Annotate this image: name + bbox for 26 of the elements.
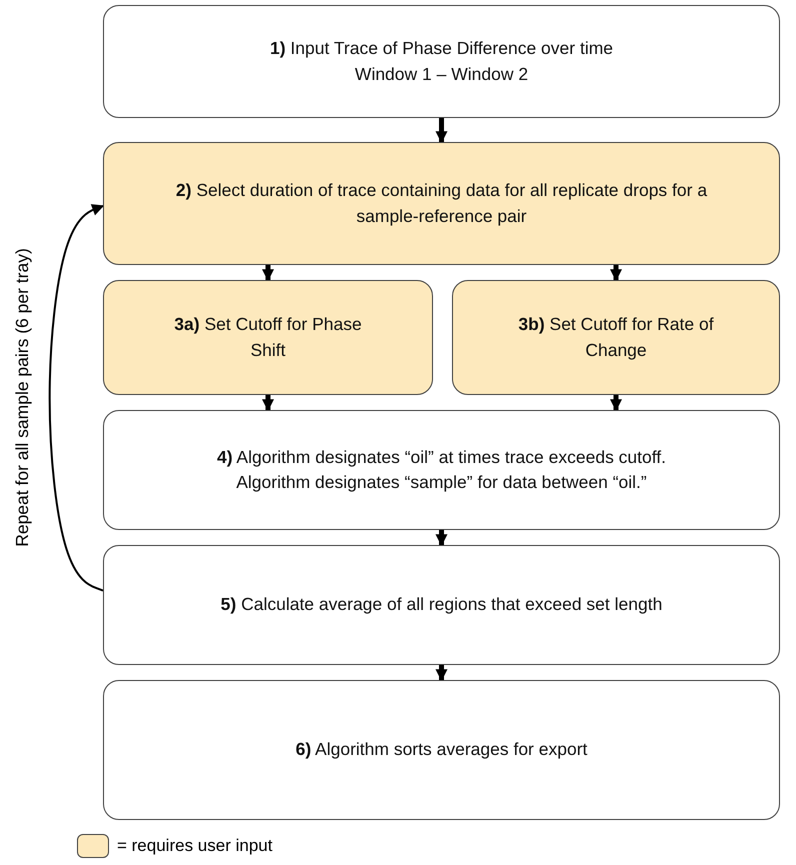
step-text: 1) Input Trace of Phase Difference over time — [270, 37, 614, 60]
arrow — [436, 530, 448, 546]
arrow — [610, 265, 622, 282]
arrow — [262, 395, 274, 412]
step-text: 2) Select duration of trace containing data for all replicate drops for a sample-reference pair — [174, 179, 708, 228]
arrow — [436, 665, 448, 682]
legend-label: = requires user input — [117, 836, 272, 856]
arrow — [436, 118, 448, 144]
arrow — [48, 204, 104, 592]
user-input-step-box — [452, 280, 780, 395]
step-text: Algorithm designates “sample” for data between “oil.” — [236, 471, 647, 494]
step-text: 5) Calculate average of all regions that exceed set length — [220, 593, 662, 616]
arrow — [610, 395, 622, 412]
edge-label: Repeat for all sample pairs (6 per tray) — [12, 248, 32, 548]
step-text: 3a) Set Cutoff for Phase Shift — [173, 313, 363, 362]
process-step-box — [103, 5, 780, 118]
process-step-box — [103, 410, 780, 530]
step-text: Window 1 – Window 2 — [354, 62, 528, 86]
user-input-step-box — [103, 142, 780, 265]
arrow — [262, 265, 274, 282]
step-text: 6) Algorithm sorts averages for export — [296, 738, 588, 762]
step-text: 3b) Set Cutoff for Rate of Change — [517, 313, 715, 362]
user-input-step-box — [103, 280, 433, 395]
step-text: 4) Algorithm designates “oil” at times trace exceeds cutoff. — [216, 446, 666, 469]
process-step-box — [103, 680, 780, 820]
process-step-box — [103, 545, 780, 665]
